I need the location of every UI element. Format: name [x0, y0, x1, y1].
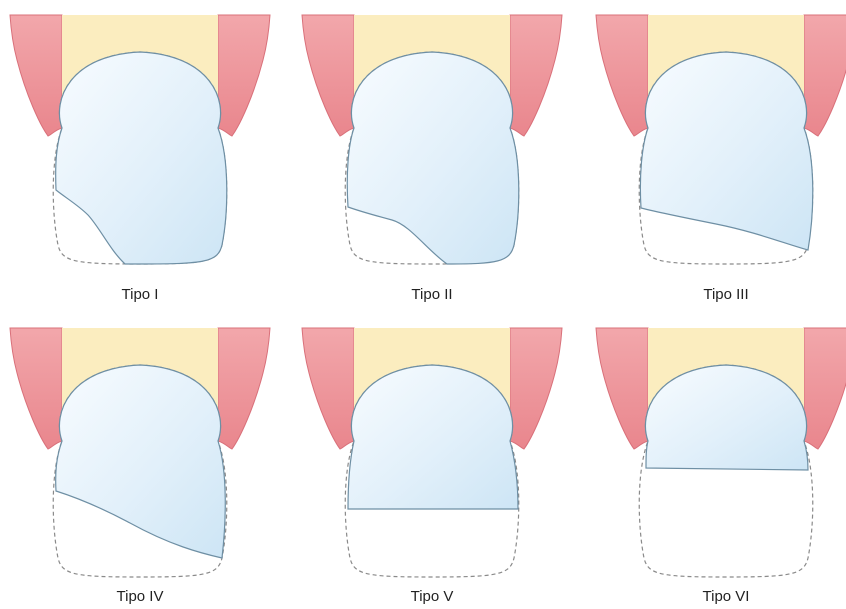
panel-tipo-4 — [10, 328, 270, 577]
panel-tipo-3 — [596, 15, 846, 264]
crown-remaining — [56, 52, 227, 264]
label-tipo-5: Tipo V — [332, 588, 532, 605]
panel-tipo-2 — [302, 15, 562, 264]
label-tipo-6: Tipo VI — [626, 588, 826, 605]
crown-remaining — [56, 365, 226, 558]
panel-tipo-1 — [10, 15, 270, 264]
label-tipo-2: Tipo II — [332, 286, 532, 303]
panel-tipo-5 — [302, 328, 562, 577]
crown-remaining — [347, 52, 519, 264]
crown-remaining — [640, 52, 812, 250]
label-tipo-3: Tipo III — [626, 286, 826, 303]
label-tipo-1: Tipo I — [40, 286, 240, 303]
label-tipo-4: Tipo IV — [40, 588, 240, 605]
panel-tipo-6 — [596, 328, 846, 577]
crown-remaining — [348, 365, 518, 509]
